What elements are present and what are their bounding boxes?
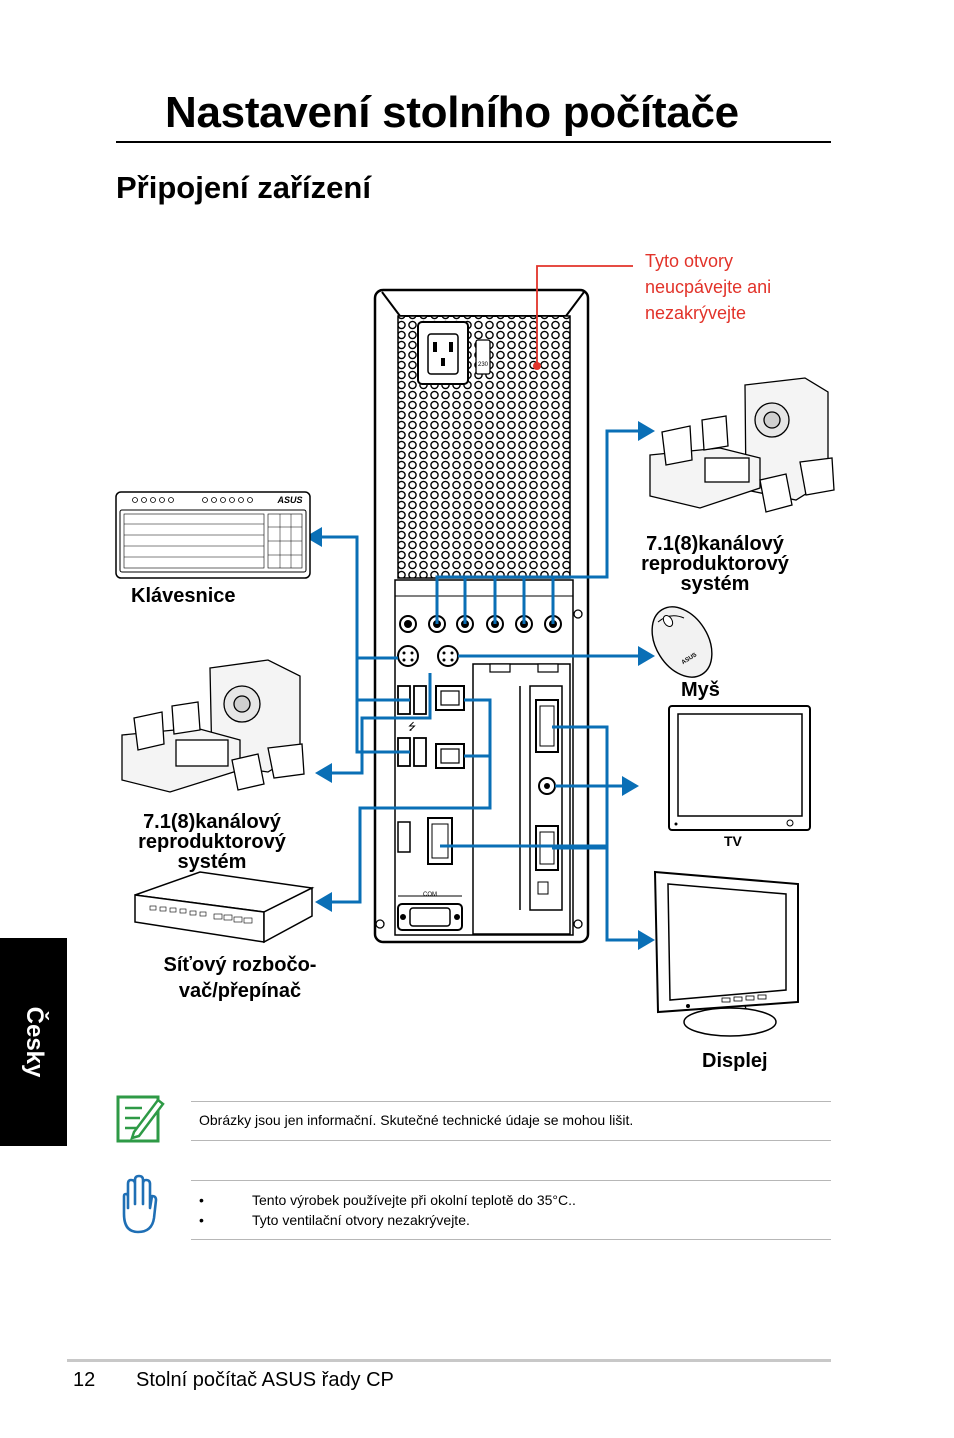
mouse-label: Myš — [681, 679, 720, 701]
speakers-right-label-line-3: systém — [680, 573, 750, 595]
vent-warning-leader — [536, 265, 633, 364]
note-rule-top — [191, 1101, 831, 1102]
speakers-right-label: 7.1(8)kanálový reproduktorový systém — [620, 534, 810, 594]
caution-rule-top — [191, 1180, 831, 1181]
psu-voltage-text: 230 — [478, 362, 489, 368]
caution-text-2: Tyto ventilační otvory nezakrývejte. — [252, 1212, 470, 1228]
note-rule-bottom — [191, 1140, 831, 1141]
speakers-right-label-line-2: reproduktorový — [641, 553, 789, 575]
language-tab: Česky — [0, 938, 67, 1146]
footer-page-number: 12 — [73, 1369, 96, 1391]
network-label: Síťový rozbočo- vač/přepínač — [140, 952, 340, 1004]
speakers-left-label: 7.1(8)kanálový reproduktorový systém — [112, 812, 312, 872]
speakers-right-label-line-1: 7.1(8)kanálový — [646, 533, 784, 555]
keyboard-label: Klávesnice — [131, 585, 236, 607]
tv-label: TV — [724, 833, 742, 849]
vent-warning-line-1: Tyto otvory — [645, 251, 734, 271]
speakers-left-label-line-1: 7.1(8)kanálový — [143, 811, 281, 833]
section-title: Připojení zařízení — [116, 170, 371, 205]
caution-bullet-2: • — [199, 1212, 204, 1228]
speaker-system-left — [121, 659, 305, 793]
speaker-system-right — [649, 377, 835, 513]
com-label: COM — [423, 892, 437, 898]
footer-text: Stolní počítač ASUS řady CP — [136, 1369, 394, 1391]
speakers-left-label-line-3: systém — [177, 851, 247, 873]
caution-rule-bottom — [191, 1239, 831, 1240]
vent-warning-line-3: nezakrývejte — [645, 303, 747, 323]
pc-tower: 230 ⭍ — [373, 288, 590, 944]
voltage-switch-icon — [475, 339, 491, 375]
footer-rule — [67, 1359, 831, 1362]
usb-icon: ⭍ — [408, 721, 416, 733]
keyboard-brand: ASUS — [276, 495, 302, 505]
network-label-line-1: Síťový rozbočo- — [163, 954, 317, 976]
ps2-mouse-port — [437, 645, 459, 667]
pencil-note-icon — [116, 1095, 165, 1143]
arrow-heads — [305, 421, 655, 950]
ps2-keyboard-port — [397, 645, 419, 667]
hdmi-port — [397, 821, 411, 853]
title-rule — [116, 141, 831, 143]
caution-bullet-1: • — [199, 1192, 204, 1208]
connection-lines — [320, 429, 640, 942]
keyboard-illustration: ASUS — [115, 491, 311, 579]
info-note-text: Obrázky jsou jen informační. Skutečné te… — [199, 1112, 634, 1128]
monitor-illustration — [653, 870, 799, 1037]
vent-warning-line-2: neucpávejte ani — [645, 277, 772, 297]
network-switch-illustration — [134, 871, 315, 944]
mouse-illustration: ASUS — [651, 606, 713, 678]
vent-warning-text: Tyto otvory neucpávejte ani nezakrývejte — [645, 248, 771, 326]
network-label-line-2: vač/přepínač — [178, 980, 302, 1002]
page-title: Nastavení stolního počítače — [165, 88, 739, 137]
tv-illustration — [668, 705, 811, 831]
hand-caution-icon — [122, 1174, 158, 1234]
caution-text-1: Tento výrobek používejte při okolní tepl… — [252, 1192, 576, 1208]
speakers-left-label-line-2: reproduktorový — [138, 831, 286, 853]
display-label: Displej — [702, 1050, 768, 1072]
